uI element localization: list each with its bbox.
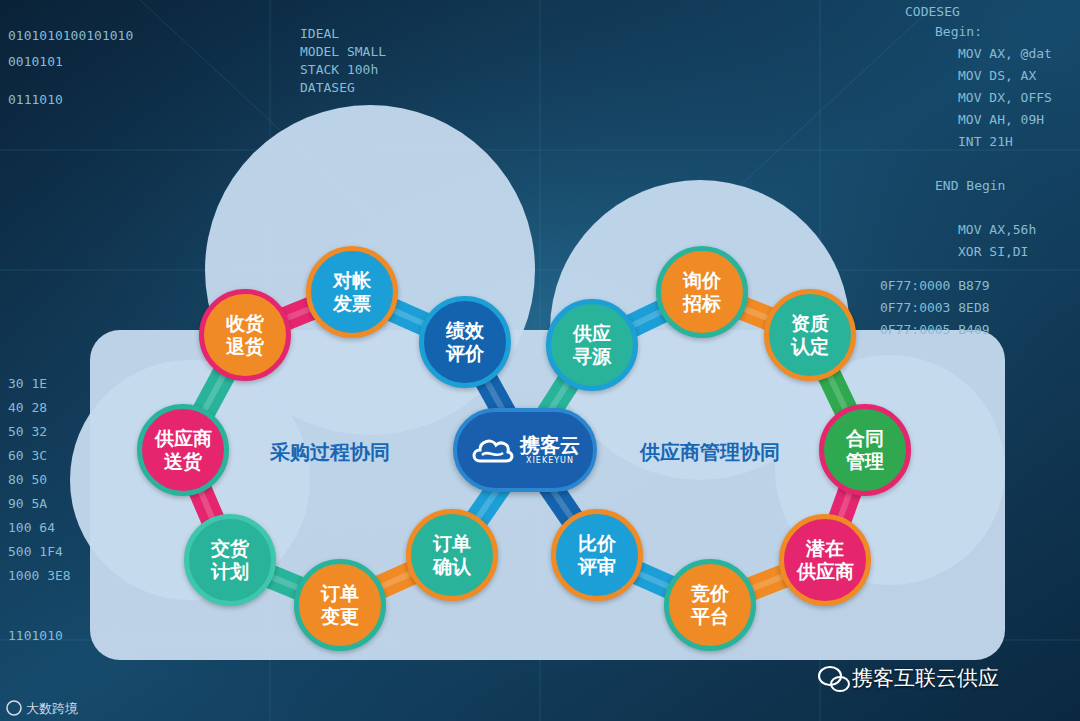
node-content: 对帐 发票 (333, 269, 371, 315)
code-text: 0F77:0005 B409 (880, 322, 990, 338)
node-content: 收货 退货 (226, 312, 264, 358)
node-content: 询价 招标 (683, 269, 721, 315)
number-text: 90 5A (8, 496, 47, 512)
number-text: 1000 3E8 (8, 568, 71, 584)
loop-title: 采购过程协同 (270, 439, 390, 466)
code-text: MOV DX, OFFS (958, 90, 1052, 106)
process-circle: 收货 退货 (199, 289, 291, 381)
code-text: INT 21H (958, 134, 1013, 150)
process-circle: 供应 寻源 (546, 299, 638, 391)
code-text: 0F77:0003 8ED8 (880, 300, 990, 316)
process-circle: 供应商 送货 (137, 404, 229, 496)
node-content: 绩效 评价 (446, 319, 484, 365)
node-label: 资质 认定 (791, 312, 829, 358)
process-circle: 交货 计划 (184, 514, 276, 606)
node-label: 订单 确认 (433, 532, 471, 578)
node-content: 订单 确认 (433, 532, 471, 578)
process-circle: 资质 认定 (764, 289, 856, 381)
loop-title: 供应商管理协同 (640, 439, 780, 466)
code-text: XOR SI,DI (958, 244, 1028, 260)
binary-text: 1101010 (8, 628, 63, 644)
process-circle: 对帐 发票 (306, 246, 398, 338)
code-text: DATASEG (300, 80, 355, 96)
logo-subtitle: XIEKEYUN (526, 456, 574, 466)
process-circle: 订单 变更 (294, 559, 386, 651)
node-label: 合同 管理 (846, 427, 884, 473)
number-text: 500 1F4 (8, 544, 63, 560)
process-circle: 潜在 供应商 (779, 514, 871, 606)
code-text: CODESEG (905, 4, 960, 20)
logo-node: 携客云XIEKEYUN (453, 408, 597, 492)
watermark: 大数跨境 (26, 700, 78, 718)
binary-text: 0101010100101010 (8, 28, 133, 44)
process-circle: 订单 确认 (406, 509, 498, 601)
code-text: STACK 100h (300, 62, 378, 78)
code-text: MOV AH, 09H (958, 112, 1044, 128)
process-circle: 竞价 平台 (664, 559, 756, 651)
cloud-shape (70, 105, 1005, 660)
wechat-icon (819, 667, 849, 691)
node-content: 合同 管理 (846, 427, 884, 473)
code-text: Begin: (935, 24, 982, 40)
logo-name: 携客云 (520, 434, 580, 456)
code-text: MOV AX, @dat (958, 46, 1052, 62)
code-text: IDEAL (300, 26, 339, 42)
number-text: 100 64 (8, 520, 55, 536)
node-label: 供应商 送货 (155, 427, 212, 473)
node-label: 订单 变更 (321, 582, 359, 628)
node-content: 竞价 平台 (691, 582, 729, 628)
node-label: 收货 退货 (226, 312, 264, 358)
node-content: 订单 变更 (321, 582, 359, 628)
node-content: 供应 寻源 (573, 322, 611, 368)
node-content: 供应商 送货 (155, 427, 212, 473)
code-text: MOV AX,56h (958, 222, 1036, 238)
binary-text: 0111010 (8, 92, 63, 108)
number-text: 80 50 (8, 472, 47, 488)
number-text: 50 32 (8, 424, 47, 440)
process-circle: 合同 管理 (819, 404, 911, 496)
watermark: 携客互联云供应 (852, 664, 999, 692)
node-label: 竞价 平台 (691, 582, 729, 628)
number-text: 40 28 (8, 400, 47, 416)
process-circle: 绩效 评价 (419, 296, 511, 388)
node-content: 携客云XIEKEYUN (470, 434, 580, 466)
binary-text: 0010101 (8, 54, 63, 70)
code-text: 0F77:0000 B879 (880, 278, 990, 294)
process-circle: 比价 评审 (551, 509, 643, 601)
code-text: END Begin (935, 178, 1005, 194)
node-label: 潜在 供应商 (797, 537, 854, 583)
node-content: 潜在 供应商 (797, 537, 854, 583)
number-text: 30 1E (8, 376, 47, 392)
node-content: 交货 计划 (211, 537, 249, 583)
process-circle: 询价 招标 (656, 246, 748, 338)
node-content: 比价 评审 (578, 532, 616, 578)
number-text: 60 3C (8, 448, 47, 464)
small-watermark-icon (7, 701, 21, 715)
node-label: 供应 寻源 (573, 322, 611, 368)
code-text: MOV DS, AX (958, 68, 1036, 84)
node-content: 资质 认定 (791, 312, 829, 358)
node-label: 比价 评审 (578, 532, 616, 578)
cloud-logo-icon (470, 435, 514, 465)
node-label: 交货 计划 (211, 537, 249, 583)
logo-text: 携客云XIEKEYUN (520, 434, 580, 466)
code-text: MODEL SMALL (300, 44, 386, 60)
node-label: 绩效 评价 (446, 319, 484, 365)
node-label: 询价 招标 (683, 269, 721, 315)
node-label: 对帐 发票 (333, 269, 371, 315)
